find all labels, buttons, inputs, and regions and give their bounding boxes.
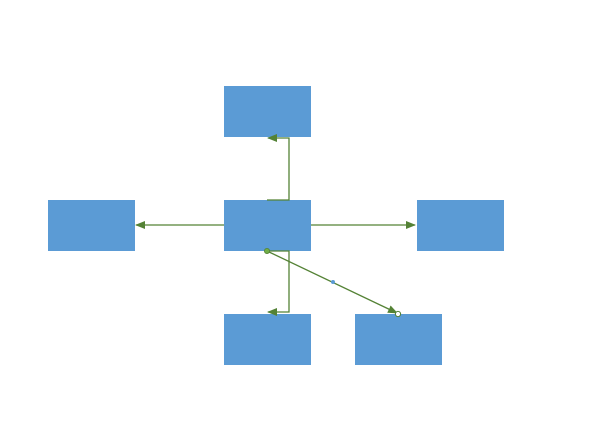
connector-center-to-bottom[interactable] [267,250,290,316]
node-bottom-right[interactable] [355,314,442,365]
node-left[interactable] [48,200,135,251]
connector-center-to-top[interactable] [267,134,290,201]
node-right[interactable] [417,200,504,251]
node-center[interactable] [224,200,311,251]
node-bottom[interactable] [224,314,311,365]
node-top[interactable] [224,86,311,137]
connector-center-to-bottom-right[interactable] [266,250,398,314]
